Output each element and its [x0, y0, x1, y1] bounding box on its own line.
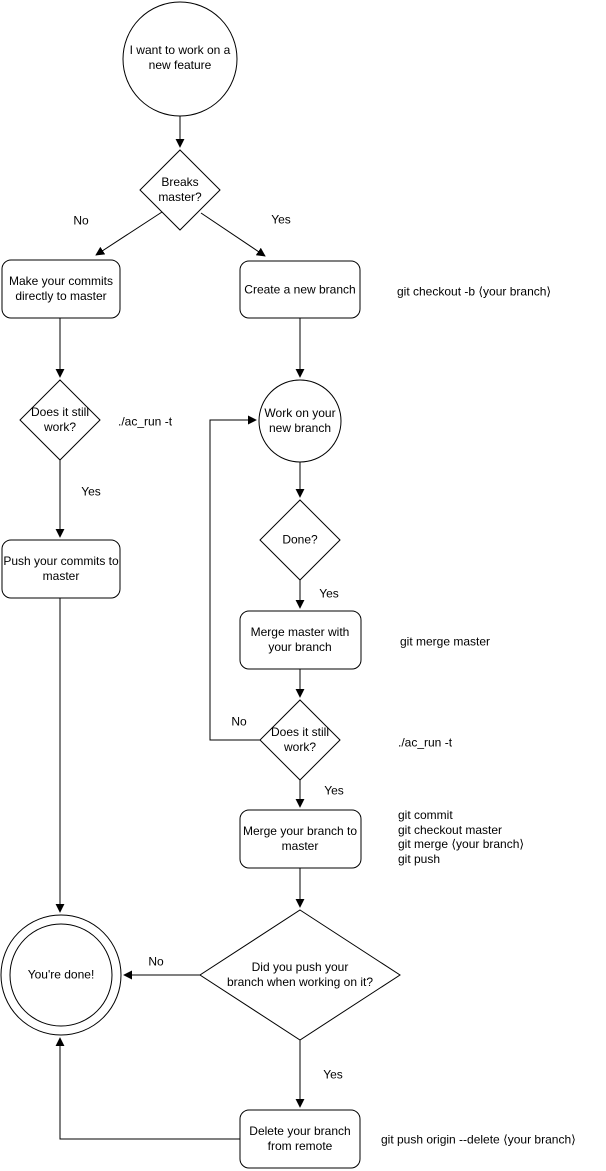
delete-branch-label: Delete your branch from remote — [249, 1124, 351, 1153]
delete-branch-box — [239, 1109, 361, 1169]
youre-done-inner-circle — [9, 923, 113, 1027]
merge-master-label: Merge master with your branch — [250, 625, 350, 654]
work-branch-circle — [258, 379, 342, 463]
done-q-label: Done? — [282, 532, 318, 547]
edge-label-still-work-2-no: No — [230, 714, 248, 730]
make-commits-box — [1, 259, 121, 319]
make-commits-label: Make your commits directly to master — [8, 274, 114, 303]
push-commits-box — [1, 539, 121, 599]
merge-branch-box — [239, 809, 362, 869]
annotation-merge-master-cmd: git merge master — [400, 634, 491, 649]
breaks-master-diamond — [139, 149, 221, 231]
annotation-still-work-2-cmd: ./ac_run -t — [398, 735, 453, 750]
youre-done-label: You're done! — [27, 967, 95, 982]
edge-label-done-yes: Yes — [318, 586, 340, 602]
edge-breaks-yes — [200, 212, 266, 257]
edge-label-breaks-yes: Yes — [270, 212, 292, 228]
edge-delete-to-done — [55, 1037, 240, 1140]
done-q-diamond — [259, 499, 341, 581]
merge-branch-label: Merge your branch to master — [242, 824, 358, 853]
push-commits-label: Push your commits to master — [3, 554, 119, 583]
start-circle — [122, 1, 238, 117]
annotation-delete-branch-cmd: git push origin --delete ⟨your branch⟩ — [381, 1132, 576, 1147]
still-work-1-label: Does it still work? — [30, 405, 89, 434]
did-push-diamond — [199, 909, 401, 1041]
edge-label-still-work-2-yes: Yes — [323, 783, 345, 799]
edge-label-did-push-no: No — [147, 954, 165, 970]
annotation-merge-branch-cmds: git commit git checkout master git merge… — [398, 808, 524, 867]
breaks-master-label: Breaks master? — [158, 175, 202, 204]
edge-stillwork2-no-loop — [209, 415, 260, 741]
git-command-line: git checkout master — [398, 822, 503, 837]
edge-breaks-no — [95, 211, 163, 256]
work-branch-label: Work on your new branch — [264, 406, 336, 435]
still-work-1-diamond — [19, 379, 101, 461]
start-label: I want to work on a new feature — [129, 43, 231, 72]
edge-label-did-push-yes: Yes — [322, 1067, 344, 1083]
merge-master-box — [239, 610, 362, 670]
edge-label-breaks-no: No — [72, 213, 90, 229]
did-push-label: Did you push your branch when working on… — [226, 960, 374, 989]
git-command-line: git push — [398, 852, 441, 867]
still-work-2-label: Does it still work? — [270, 725, 329, 754]
still-work-2-diamond — [259, 699, 341, 781]
edge-label-still-work-1-yes: Yes — [80, 484, 102, 500]
git-command-line: git merge ⟨your branch⟩ — [398, 837, 525, 852]
create-branch-label: Create a new branch — [244, 282, 356, 297]
git-command-line: git commit — [398, 808, 453, 822]
annotation-still-work-1-cmd: ./ac_run -t — [118, 414, 173, 429]
annotation-create-branch-cmd: git checkout -b ⟨your branch⟩ — [397, 284, 552, 299]
create-branch-box — [239, 260, 361, 319]
